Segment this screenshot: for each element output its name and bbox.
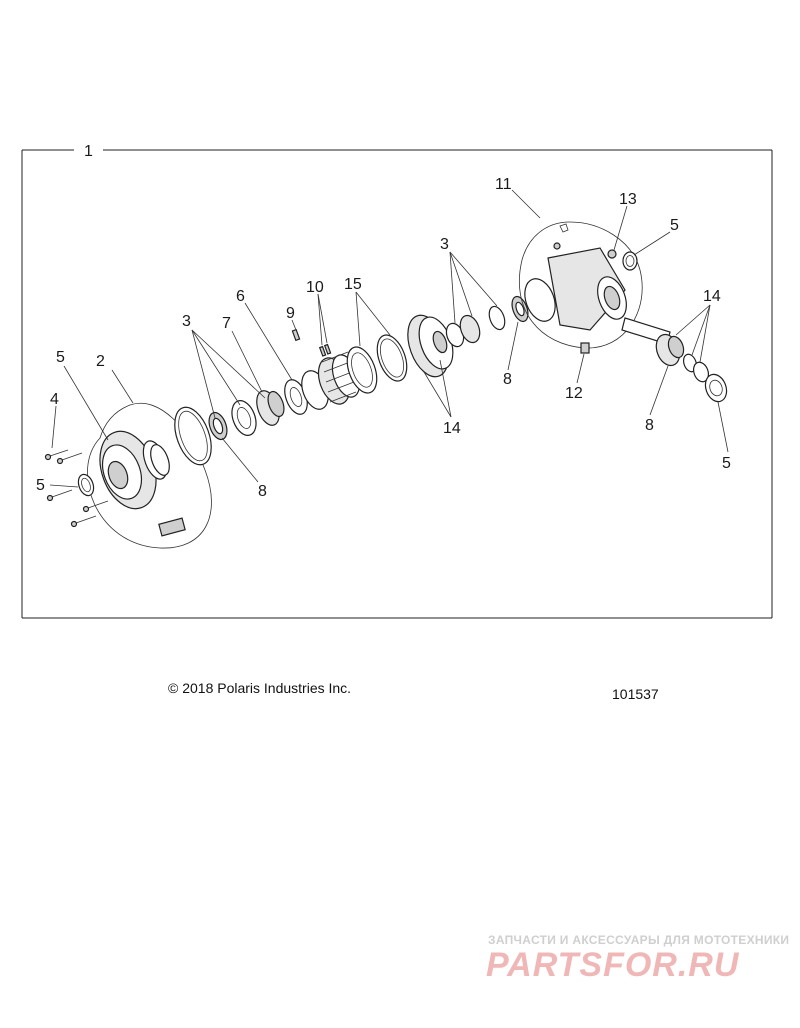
- callout-8-right: 8: [645, 417, 654, 434]
- callout-1: 1: [84, 143, 93, 160]
- copyright-notice: © 2018 Polaris Industries Inc.: [168, 680, 352, 696]
- watermark-tagline: ЗАПЧАСТИ И АКСЕССУАРЫ ДЛЯ МОТОТЕХНИКИ: [488, 933, 790, 947]
- watermark-logo: PARTSFOR.RU: [486, 946, 740, 984]
- callout-4: 4: [50, 391, 59, 408]
- callout-12: 12: [565, 385, 583, 402]
- callout-13: 13: [619, 191, 637, 208]
- callout-5-bottom-right: 5: [722, 455, 731, 472]
- cover-rings: [150, 406, 212, 476]
- callout-6: 6: [236, 288, 245, 305]
- left-bearing-group: [208, 379, 308, 441]
- pin-and-rollers: [291, 328, 332, 357]
- leader-lines: [49, 189, 729, 488]
- callout-3-middle: 3: [440, 236, 449, 253]
- callout-14-middle: 14: [443, 420, 461, 437]
- callout-5-top-right: 5: [670, 217, 679, 234]
- callout-8-left: 8: [258, 483, 267, 500]
- callout-5-left: 5: [36, 477, 45, 494]
- callout-9: 9: [286, 305, 295, 322]
- callout-3-left: 3: [182, 313, 191, 330]
- housing-assembly: [518, 221, 643, 354]
- cover-assembly: [44, 402, 212, 549]
- assembly-frame: [21, 149, 773, 619]
- callout-11: 11: [495, 176, 512, 193]
- callout-7: 7: [222, 315, 231, 332]
- callout-5-top-left: 5: [56, 349, 65, 366]
- bolts: [44, 449, 109, 528]
- gear-bearing: [407, 295, 529, 378]
- output-shaft: [621, 317, 728, 403]
- callout-8-middle: 8: [503, 371, 512, 388]
- roller-cage: [301, 351, 361, 410]
- callouts: 1 2 3 3 4 5 5 5 5 6 7 8 8 8 9 10 11 12 1…: [36, 143, 731, 500]
- callout-15: 15: [344, 276, 362, 293]
- callout-2: 2: [96, 353, 105, 370]
- callout-14-right: 14: [703, 288, 721, 305]
- callout-10: 10: [306, 279, 324, 296]
- figure-number: 101537: [612, 686, 659, 702]
- plates: [346, 334, 408, 394]
